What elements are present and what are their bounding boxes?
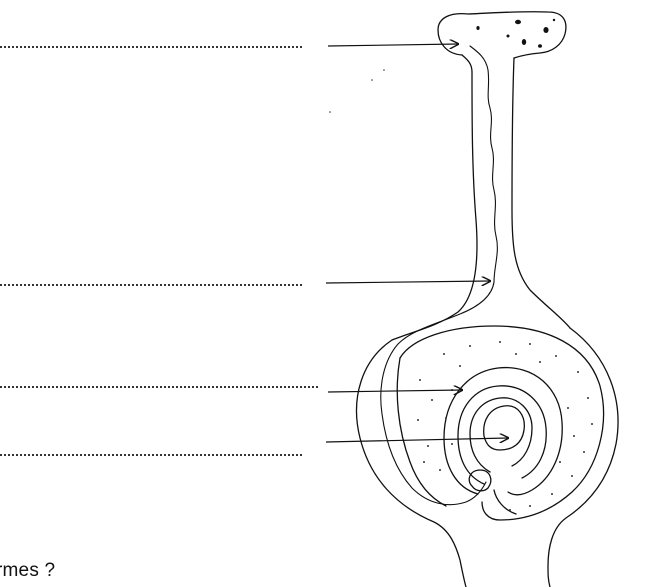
ovule-outer-integument (444, 368, 562, 495)
pointer-arrow-1 (328, 44, 458, 46)
ovary-stipple (329, 69, 593, 511)
stigma-specks (476, 19, 555, 48)
style-right-wall (512, 58, 570, 328)
embryo-sac (484, 406, 525, 450)
ovule-inner-integument (458, 386, 546, 484)
pointer-arrow-3 (328, 390, 462, 392)
stigma-underside (462, 55, 472, 72)
pollen-tube (381, 46, 498, 505)
style-left-wall (392, 72, 477, 340)
ovary-cavity-left (397, 358, 446, 506)
pointer-arrow-2 (326, 281, 490, 283)
question-text: rmes ? (0, 560, 55, 582)
ovary-wall-right (548, 328, 618, 587)
pointer-arrow-4 (326, 438, 508, 442)
micropyle (469, 470, 491, 491)
ovary-cavity (400, 326, 604, 520)
stigma-outline (438, 12, 566, 58)
ovary-wall (357, 340, 466, 587)
